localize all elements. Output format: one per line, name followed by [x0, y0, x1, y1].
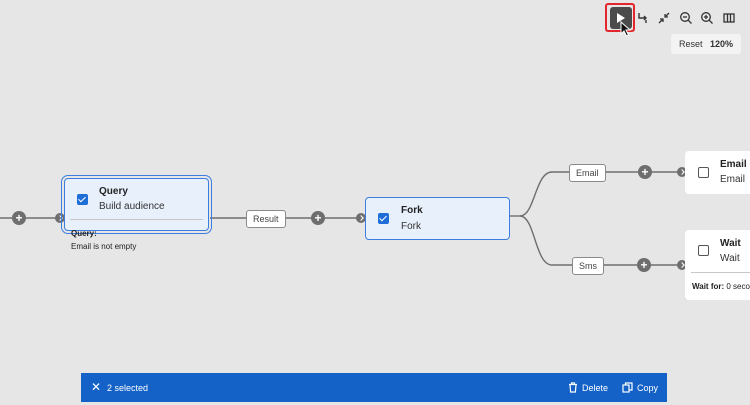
email-subtitle: Email: [720, 174, 746, 185]
transition-label-sms[interactable]: Sms: [572, 257, 604, 275]
selection-action-bar: ✕ 2 selected Delete Copy: [81, 373, 667, 402]
wait-checkbox[interactable]: [698, 245, 709, 256]
fork-activity-card[interactable]: Fork Fork: [365, 197, 510, 240]
query-detail-label: Query:: [71, 229, 97, 238]
connect-icon[interactable]: [632, 7, 654, 29]
card-divider: [691, 272, 750, 273]
reset-button[interactable]: Reset: [679, 39, 703, 49]
input-port-icon: [55, 213, 65, 223]
wait-title: Wait: [720, 238, 741, 249]
add-activity-button[interactable]: +: [311, 211, 325, 225]
transition-label-email[interactable]: Email: [569, 164, 606, 182]
active-tool-highlight: [605, 3, 635, 32]
email-checkbox[interactable]: [698, 167, 709, 178]
map-icon[interactable]: [718, 7, 740, 29]
selected-count: 2 selected: [107, 383, 149, 393]
wait-subtitle: Wait: [720, 253, 740, 264]
mouse-cursor-icon: [620, 21, 632, 37]
input-port-icon: [677, 167, 687, 177]
add-activity-button[interactable]: +: [637, 258, 651, 272]
zoom-out-icon[interactable]: [675, 7, 697, 29]
email-activity-card[interactable]: Email Email: [685, 151, 750, 194]
query-subtitle: Build audience: [99, 201, 165, 212]
query-title: Query: [99, 186, 128, 197]
zoom-controls: Reset 120%: [671, 34, 741, 54]
query-activity-card[interactable]: [61, 175, 212, 234]
email-title: Email: [720, 159, 747, 170]
zoom-level: 120%: [709, 39, 733, 49]
copy-button[interactable]: Copy: [622, 382, 658, 393]
copy-label: Copy: [637, 382, 659, 393]
delete-label: Delete: [582, 382, 609, 393]
wait-detail-label: Wait for:: [692, 282, 725, 291]
collapse-icon[interactable]: [653, 7, 675, 29]
input-port-icon: [356, 213, 366, 223]
query-detail-value: Email is not empty: [71, 242, 137, 251]
query-checkbox[interactable]: [77, 194, 88, 205]
zoom-in-icon[interactable]: [696, 7, 718, 29]
input-port-icon: [677, 260, 687, 270]
wait-activity-card[interactable]: Wait Wait Wait for: 0 secon: [685, 230, 750, 300]
close-icon[interactable]: ✕: [91, 380, 102, 394]
wait-detail-value: 0 secon: [726, 282, 750, 291]
fork-title: Fork: [401, 205, 423, 216]
delete-button[interactable]: Delete: [568, 382, 608, 393]
transition-label-result[interactable]: Result: [246, 210, 286, 228]
fork-subtitle: Fork: [401, 221, 421, 232]
card-divider: [70, 219, 203, 220]
trash-icon: [569, 382, 577, 393]
pointer-icon[interactable]: [610, 7, 632, 29]
copy-icon: [622, 382, 633, 393]
add-activity-button[interactable]: +: [638, 165, 652, 179]
add-activity-button[interactable]: +: [12, 211, 26, 225]
fork-checkbox[interactable]: [378, 213, 389, 224]
